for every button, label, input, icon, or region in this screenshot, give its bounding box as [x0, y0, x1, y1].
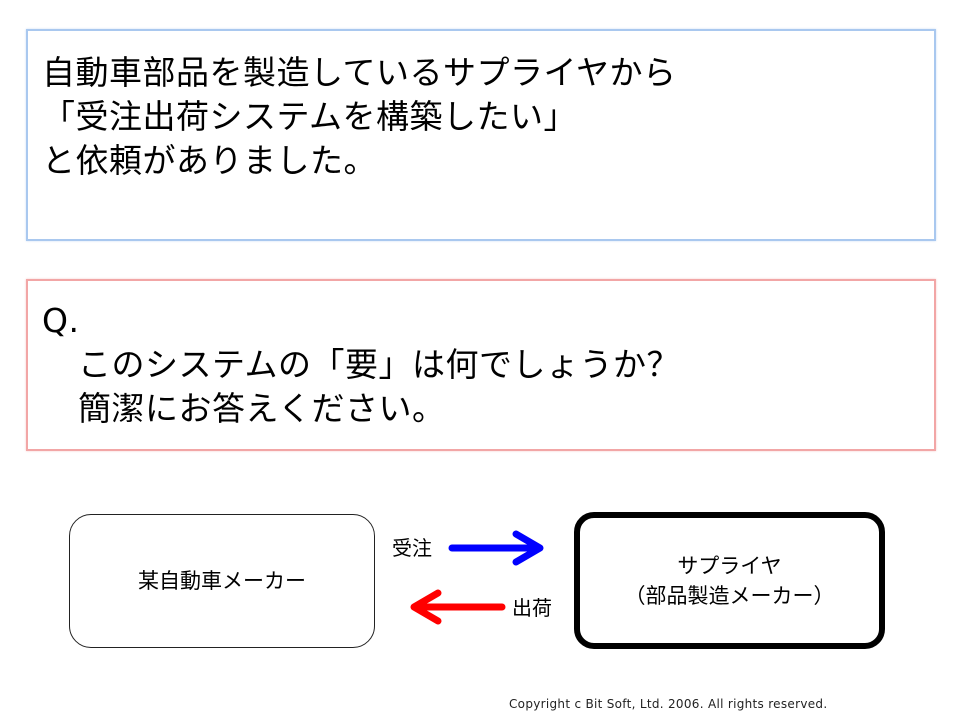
ship-arrow-left-icon: [410, 589, 506, 625]
question-label: Q.: [42, 301, 80, 340]
intro-text: 自動車部品を製造しているサプライヤから 「受注出荷システムを構築したい」 と依頼…: [42, 53, 677, 180]
supplier-node: サプライヤ （部品製造メーカー）: [574, 512, 885, 649]
supplier-label: サプライヤ （部品製造メーカー）: [624, 553, 835, 608]
question-text: このシステムの「要」は何でしょうか？ 簡潔にお答えください。: [78, 345, 681, 428]
order-arrow-right-icon: [448, 530, 544, 566]
automaker-label: 某自動車メーカー: [138, 569, 306, 593]
order-label: 受注: [392, 536, 432, 560]
automaker-node: 某自動車メーカー: [69, 514, 375, 648]
question-box: Q. このシステムの「要」は何でしょうか？ 簡潔にお答えください。: [26, 279, 936, 451]
intro-box: 自動車部品を製造しているサプライヤから 「受注出荷システムを構築したい」 と依頼…: [26, 29, 936, 241]
ship-label: 出荷: [512, 596, 552, 620]
copyright-text: Copyright c Bit Soft, Ltd. 2006. All rig…: [509, 697, 828, 711]
